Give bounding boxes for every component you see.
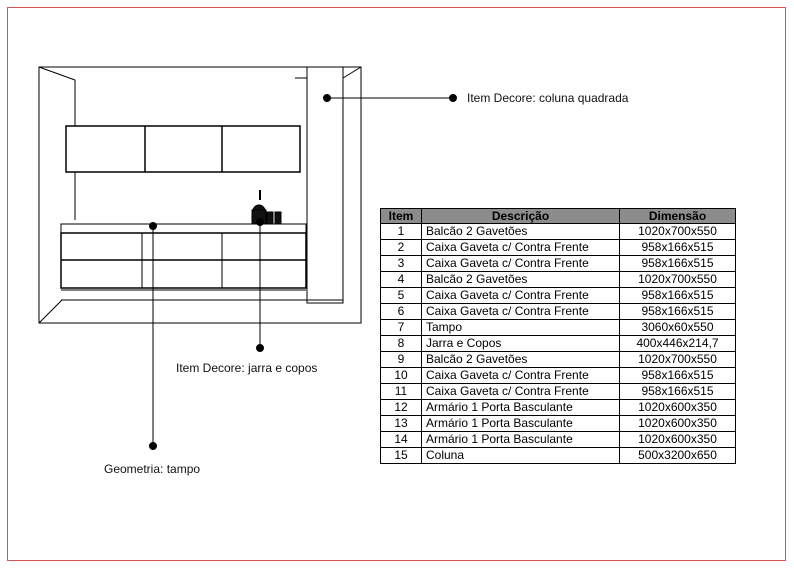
cell-descricao: Armário 1 Porta Basculante bbox=[421, 399, 620, 416]
cell-item: 14 bbox=[380, 431, 422, 448]
cell-descricao: Coluna bbox=[421, 447, 620, 464]
cell-descricao: Caixa Gaveta c/ Contra Frente bbox=[421, 367, 620, 384]
cell-descricao: Caixa Gaveta c/ Contra Frente bbox=[421, 255, 620, 272]
square-column bbox=[295, 66, 344, 304]
cell-item: 15 bbox=[380, 447, 422, 464]
cell-descricao: Caixa Gaveta c/ Contra Frente bbox=[421, 287, 620, 304]
cell-dimensao: 1020x600x350 bbox=[619, 415, 736, 432]
header-item: Item bbox=[380, 208, 422, 224]
cell-item: 10 bbox=[380, 367, 422, 384]
cell-item: 1 bbox=[380, 223, 422, 240]
cell-descricao: Balcão 2 Gavetões bbox=[421, 223, 620, 240]
callout-jarra-e-copos: Item Decore: jarra e copos bbox=[176, 361, 318, 375]
callout-leaders bbox=[149, 94, 457, 450]
cell-descricao: Balcão 2 Gavetões bbox=[421, 351, 620, 368]
cell-dimensao: 958x166x515 bbox=[619, 255, 736, 272]
upper-cabinets bbox=[65, 125, 301, 173]
header-dimensao: Dimensão bbox=[619, 208, 736, 224]
cell-dimensao: 3060x60x550 bbox=[619, 319, 736, 336]
countertop-and-base-cabinets bbox=[60, 223, 307, 291]
cell-descricao: Caixa Gaveta c/ Contra Frente bbox=[421, 383, 620, 400]
cell-descricao: Jarra e Copos bbox=[421, 335, 620, 352]
cell-descricao: Balcão 2 Gavetões bbox=[421, 271, 620, 288]
cell-dimensao: 958x166x515 bbox=[619, 367, 736, 384]
callout-geometria-tampo: Geometria: tampo bbox=[104, 462, 201, 476]
cell-item: 7 bbox=[380, 319, 422, 336]
cell-item: 4 bbox=[380, 271, 422, 288]
cell-descricao: Armário 1 Porta Basculante bbox=[421, 415, 620, 432]
cell-dimensao: 1020x700x550 bbox=[619, 223, 736, 240]
cell-item: 11 bbox=[380, 383, 422, 400]
cell-dimensao: 958x166x515 bbox=[619, 303, 736, 320]
cell-item: 2 bbox=[380, 239, 422, 256]
cell-descricao: Tampo bbox=[421, 319, 620, 336]
cell-dimensao: 1020x700x550 bbox=[619, 271, 736, 288]
cell-dimensao: 500x3200x650 bbox=[619, 447, 736, 464]
cell-dimensao: 1020x600x350 bbox=[619, 431, 736, 448]
cell-item: 3 bbox=[380, 255, 422, 272]
cell-item: 6 bbox=[380, 303, 422, 320]
cell-item: 9 bbox=[380, 351, 422, 368]
table-header-row: Item Descrição Dimensão bbox=[380, 208, 736, 224]
cell-dimensao: 958x166x515 bbox=[619, 383, 736, 400]
cell-dimensao: 400x446x214,7 bbox=[619, 335, 736, 352]
callout-coluna-quadrada: Item Decore: coluna quadrada bbox=[467, 91, 629, 105]
cell-dimensao: 1020x700x550 bbox=[619, 351, 736, 368]
cell-item: 8 bbox=[380, 335, 422, 352]
cell-dimensao: 1020x600x350 bbox=[619, 399, 736, 416]
cell-descricao: Caixa Gaveta c/ Contra Frente bbox=[421, 239, 620, 256]
cell-dimensao: 958x166x515 bbox=[619, 287, 736, 304]
cell-item: 12 bbox=[380, 399, 422, 416]
cell-item: 5 bbox=[380, 287, 422, 304]
jar-and-glasses bbox=[251, 190, 282, 225]
cell-item: 13 bbox=[380, 415, 422, 432]
header-descricao: Descrição bbox=[421, 208, 620, 224]
cell-descricao: Armário 1 Porta Basculante bbox=[421, 431, 620, 448]
cell-descricao: Caixa Gaveta c/ Contra Frente bbox=[421, 303, 620, 320]
cell-dimensao: 958x166x515 bbox=[619, 239, 736, 256]
